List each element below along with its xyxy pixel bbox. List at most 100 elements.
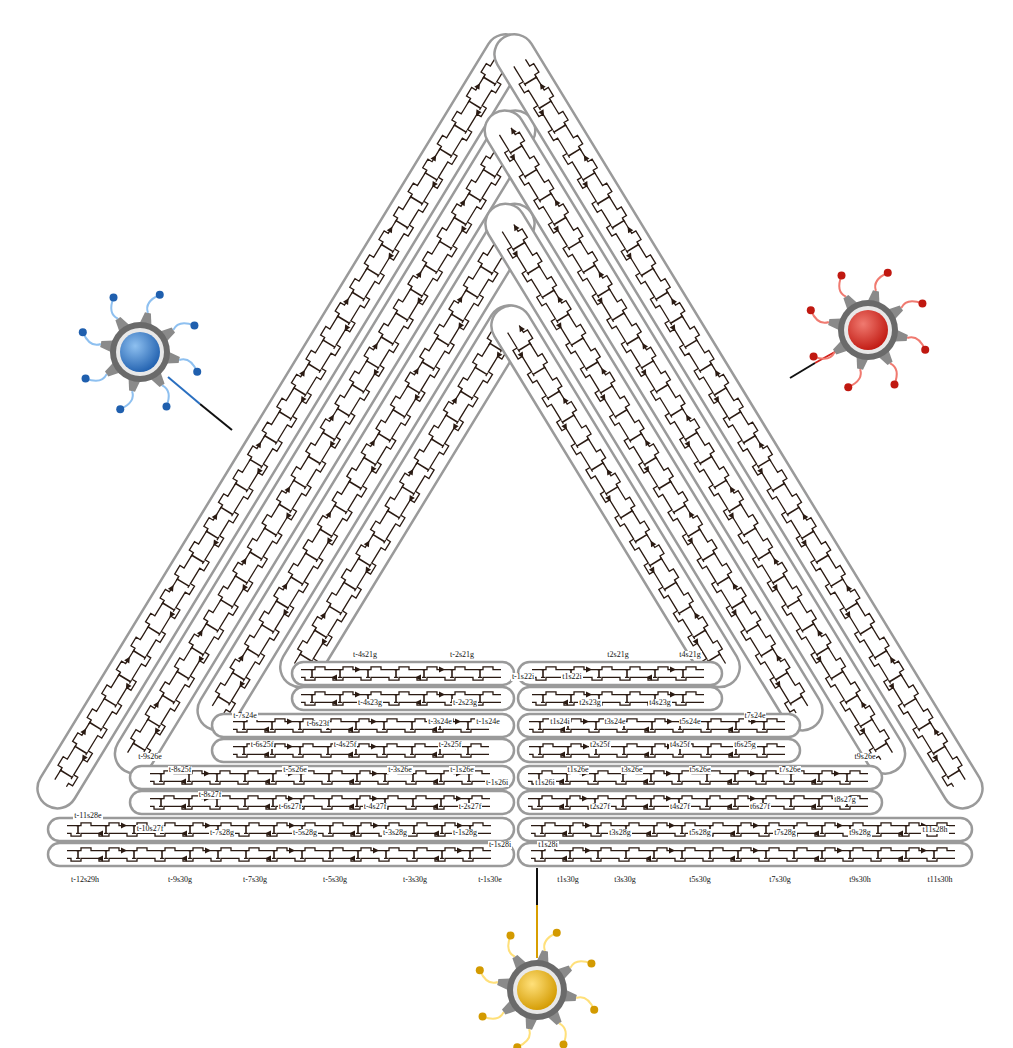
crossover-rung (919, 722, 931, 729)
crossover-rung (436, 271, 438, 274)
strand-arrowhead (451, 396, 459, 404)
crossover-rung (595, 722, 597, 730)
crossover-rung (382, 721, 386, 722)
strand-arrowhead (684, 413, 692, 421)
crossover-rung (681, 677, 685, 678)
crossover-rung (734, 721, 738, 722)
crossover-rung (326, 746, 330, 747)
staple-label: t-3s26e (387, 766, 413, 774)
crossover-rung (537, 806, 541, 807)
crossover-rung (713, 393, 715, 396)
crossover-rung (929, 721, 931, 724)
staple-label: t-8s27f (198, 791, 223, 799)
crossover-rung (220, 598, 222, 601)
crossover-rung (356, 825, 360, 826)
crossover-rung (623, 747, 625, 755)
crossover-rung (743, 441, 745, 444)
crossover-rung (439, 240, 441, 243)
crossover-rung (478, 669, 482, 670)
crossover-rung (469, 101, 481, 108)
staple-label: t-6s27f (278, 803, 303, 811)
crossover-rung (294, 480, 306, 487)
crossover-rung (439, 773, 443, 774)
crossover-rung (706, 754, 710, 755)
crossover-rung (588, 437, 590, 440)
crossover-rung (678, 774, 680, 782)
crossover-rung (626, 408, 628, 411)
crossover-rung (356, 833, 360, 834)
crossover-rung (743, 599, 745, 602)
crossover-rung (383, 798, 387, 799)
strand-arrowhead (415, 297, 423, 305)
crossover-rung (562, 415, 574, 422)
strand-arrowhead (813, 855, 819, 861)
crossover-rung (302, 582, 304, 585)
crossover-rung (364, 458, 376, 465)
staple-label: t9s28g (848, 829, 871, 837)
strand-arrowhead (845, 611, 853, 619)
crossover-rung (598, 670, 600, 678)
crossover-rung (623, 219, 625, 222)
strand-arrowhead (348, 803, 354, 809)
crossover-rung (631, 509, 633, 512)
crossover-rung (678, 729, 682, 730)
crossover-rung (424, 171, 426, 174)
crossover-rung (885, 649, 887, 652)
crossover-rung (565, 798, 569, 799)
strand-arrowhead (431, 153, 439, 161)
helix-outline (130, 766, 514, 789)
crossover-rung (439, 798, 443, 799)
crossover-rung (436, 178, 438, 181)
crossover-rung (424, 264, 426, 267)
crossover-rung (440, 774, 442, 782)
tether-line (200, 404, 232, 430)
strand-arrowhead (152, 727, 160, 735)
crossover-rung (215, 773, 219, 774)
crossover-rung (132, 850, 136, 851)
crossover-rung (948, 770, 960, 777)
strand-arrowhead (642, 778, 648, 784)
dna-strand (519, 323, 729, 664)
crossover-rung (411, 197, 423, 204)
crossover-rung (366, 677, 370, 678)
crossover-rung (518, 349, 520, 352)
strand-arrowhead (727, 751, 733, 757)
crossover-rung (708, 825, 712, 826)
crossover-rung (328, 850, 332, 851)
crossover-rung (440, 850, 444, 851)
crossover-rung (216, 774, 218, 782)
crossover-rung (728, 510, 730, 513)
crossover-rung (265, 436, 277, 443)
crossover-rung (876, 858, 880, 859)
crossover-rung (187, 806, 191, 807)
strand-arrowhead (932, 754, 940, 762)
crossover-rung (783, 482, 785, 485)
strand-arrowhead (670, 324, 678, 332)
crossover-rung (326, 729, 330, 730)
crossover-rung (655, 456, 657, 459)
strand-arrowhead (645, 830, 651, 836)
staple-label: t2s21g (606, 651, 629, 659)
crossover-rung (524, 83, 526, 86)
staple-label: t-6s23f (306, 720, 331, 728)
staple-label: t-2s25f (438, 741, 463, 749)
strand-arrowhead (667, 719, 673, 725)
crossover-rung (244, 850, 248, 851)
staple-label: t-1s30e (477, 876, 503, 884)
crossover-rung (450, 247, 452, 250)
crossover-rung (622, 799, 624, 807)
crossover-rung (319, 462, 321, 465)
crossover-rung (627, 337, 639, 344)
crossover-rung (442, 444, 444, 447)
dna-strand (529, 754, 785, 757)
crossover-rung (944, 745, 946, 748)
crossover-rung (385, 851, 387, 859)
crossover-rung (159, 798, 163, 799)
crossover-rung (611, 226, 613, 229)
crossover-rung (772, 647, 774, 650)
crossover-rung (538, 106, 540, 109)
crossover-rung (558, 390, 560, 393)
crossover-rung (680, 850, 684, 851)
crossover-rung (566, 746, 570, 747)
staple-label: t-10s27f (136, 825, 165, 833)
